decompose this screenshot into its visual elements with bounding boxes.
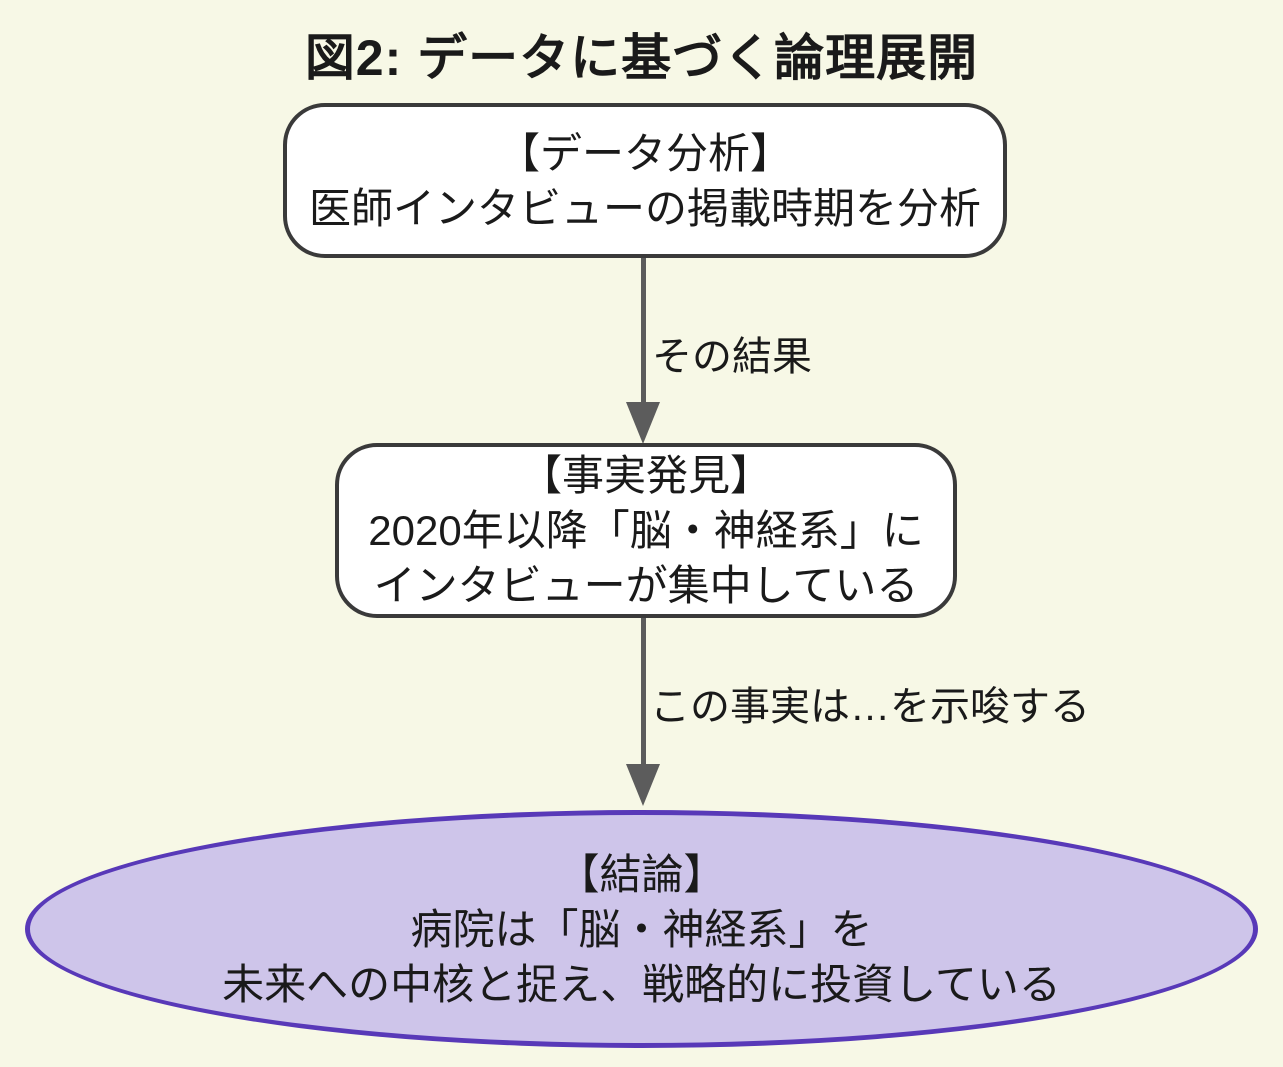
edge-2-arrow-shaft (641, 618, 646, 768)
node-data-analysis-line-2: 医師インタビューの掲載時期を分析 (308, 184, 981, 232)
edge-1-label: その結果 (652, 335, 812, 379)
node-conclusion: 【結論】 病院は「脳・神経系」を 未来への中核と捉え、戦略的に投資している (25, 810, 1258, 1048)
node-conclusion-line-1: 【結論】 (557, 850, 726, 898)
diagram-title: 図2: データに基づく論理展開 (304, 30, 979, 86)
edge-2-label: この事実は…を示唆する (650, 685, 1090, 729)
node-fact-finding-line-1: 【事実発見】 (519, 452, 772, 499)
node-data-analysis-line-1: 【データ分析】 (497, 129, 792, 177)
node-conclusion-line-3: 未来への中核と捉え、戦略的に投資している (222, 960, 1061, 1008)
node-fact-finding: 【事実発見】 2020年以降「脳・神経系」に インタビューが集中している (335, 443, 957, 618)
edge-1-arrow-shaft (641, 258, 646, 406)
edge-1-arrowhead-icon (626, 402, 660, 444)
node-fact-finding-line-2: 2020年以降「脳・神経系」に (368, 507, 924, 554)
node-fact-finding-line-3: インタビューが集中している (373, 562, 919, 609)
edge-2-arrowhead-icon (626, 764, 660, 806)
node-conclusion-line-2: 病院は「脳・神経系」を (410, 905, 873, 953)
node-data-analysis: 【データ分析】 医師インタビューの掲載時期を分析 (283, 103, 1007, 258)
